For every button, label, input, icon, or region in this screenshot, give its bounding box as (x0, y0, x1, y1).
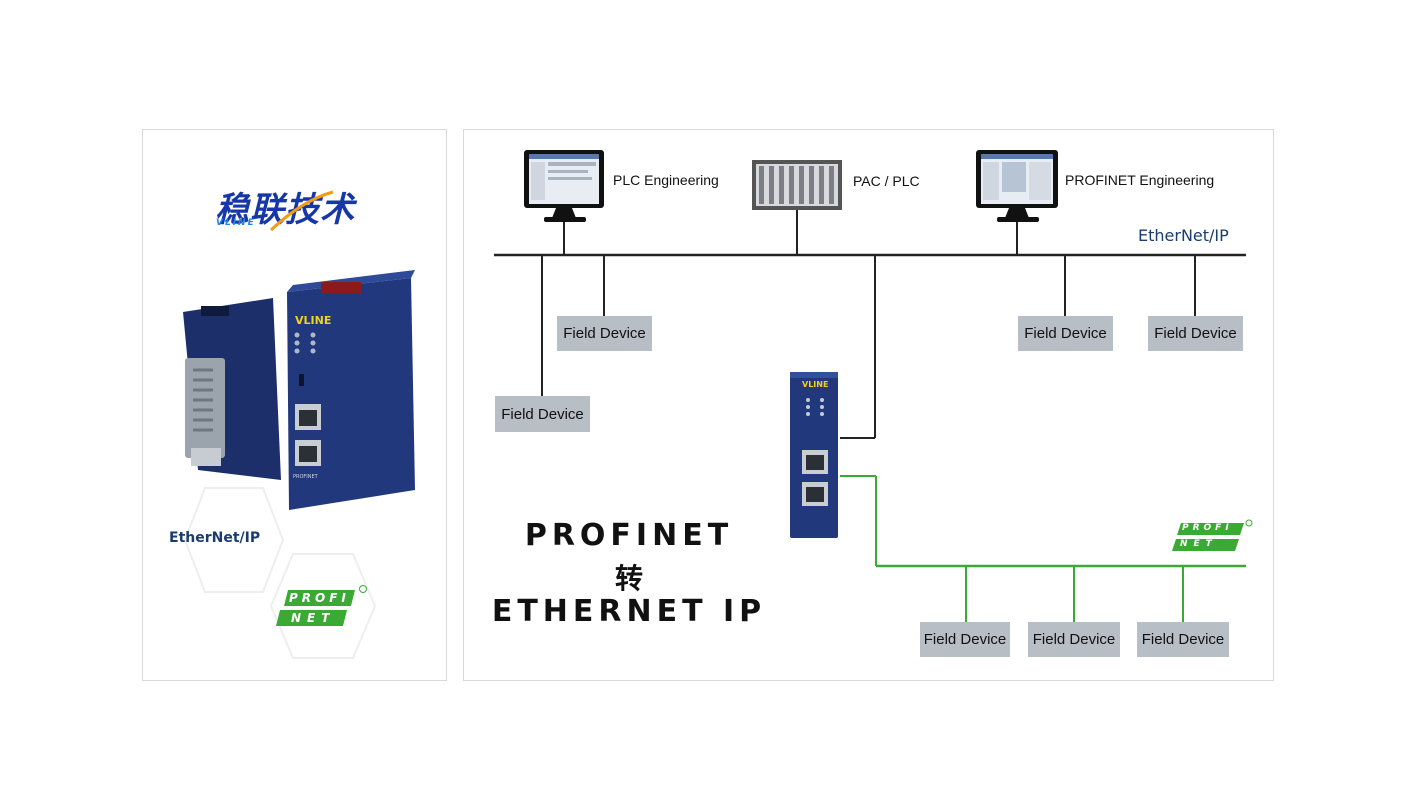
ethernetip-logo-left: EtherNet/IP (169, 530, 261, 546)
profinet-engineering-label: PROFINET Engineering (1065, 172, 1215, 188)
gateway-back-view (183, 298, 281, 480)
gateway-front-view (287, 270, 415, 510)
gateway-device-icon (790, 372, 838, 538)
pac-plc-label: PAC / PLC (853, 173, 920, 189)
profinet-logo-right (1172, 519, 1253, 551)
product-illustration (183, 190, 415, 659)
field-device: Field Device (1028, 622, 1120, 657)
ethernetip-network-label: EtherNet/IP (1138, 226, 1229, 245)
plc-engineering-monitor-icon (524, 150, 604, 222)
diagram-title-line1: PROFINET (524, 518, 734, 553)
profinet-logo-right-bottom: NET (1180, 539, 1218, 549)
product-panel: 稳联技术 VLINE (142, 129, 447, 681)
field-device: Field Device (557, 316, 652, 351)
ethernetip-badge (183, 487, 285, 593)
profinet-logo-left-bottom: NET (291, 611, 336, 625)
profinet-engineering-monitor-icon (976, 150, 1058, 222)
field-device: Field Device (920, 622, 1010, 657)
topology-diagram: PLC Engineering PAC / PLC PROFINET Engin… (463, 129, 1274, 681)
diagram-title-line2: 转 (614, 562, 643, 595)
profinet-logo-left (276, 585, 367, 626)
field-device: Field Device (1148, 316, 1243, 351)
company-logo-cn: 稳联技术 (215, 190, 355, 230)
profinet-logo-left-top: PROFI (289, 591, 350, 605)
field-device: Field Device (1018, 316, 1113, 351)
company-logo-en: VLINE (216, 218, 256, 228)
field-device: Field Device (1137, 622, 1229, 657)
device-port-label: PROFINET (293, 474, 318, 480)
pac-plc-rack-icon (752, 160, 842, 210)
diagram-title-line3: ETHERNET IP (491, 594, 767, 629)
device-brand-label: VLINE (295, 314, 332, 327)
gateway-brand-label: VLINE (802, 380, 829, 389)
topology-lines (494, 150, 1253, 622)
plc-engineering-label: PLC Engineering (613, 172, 719, 188)
profinet-logo-right-top: PROFI (1182, 523, 1233, 533)
field-device: Field Device (495, 396, 590, 432)
